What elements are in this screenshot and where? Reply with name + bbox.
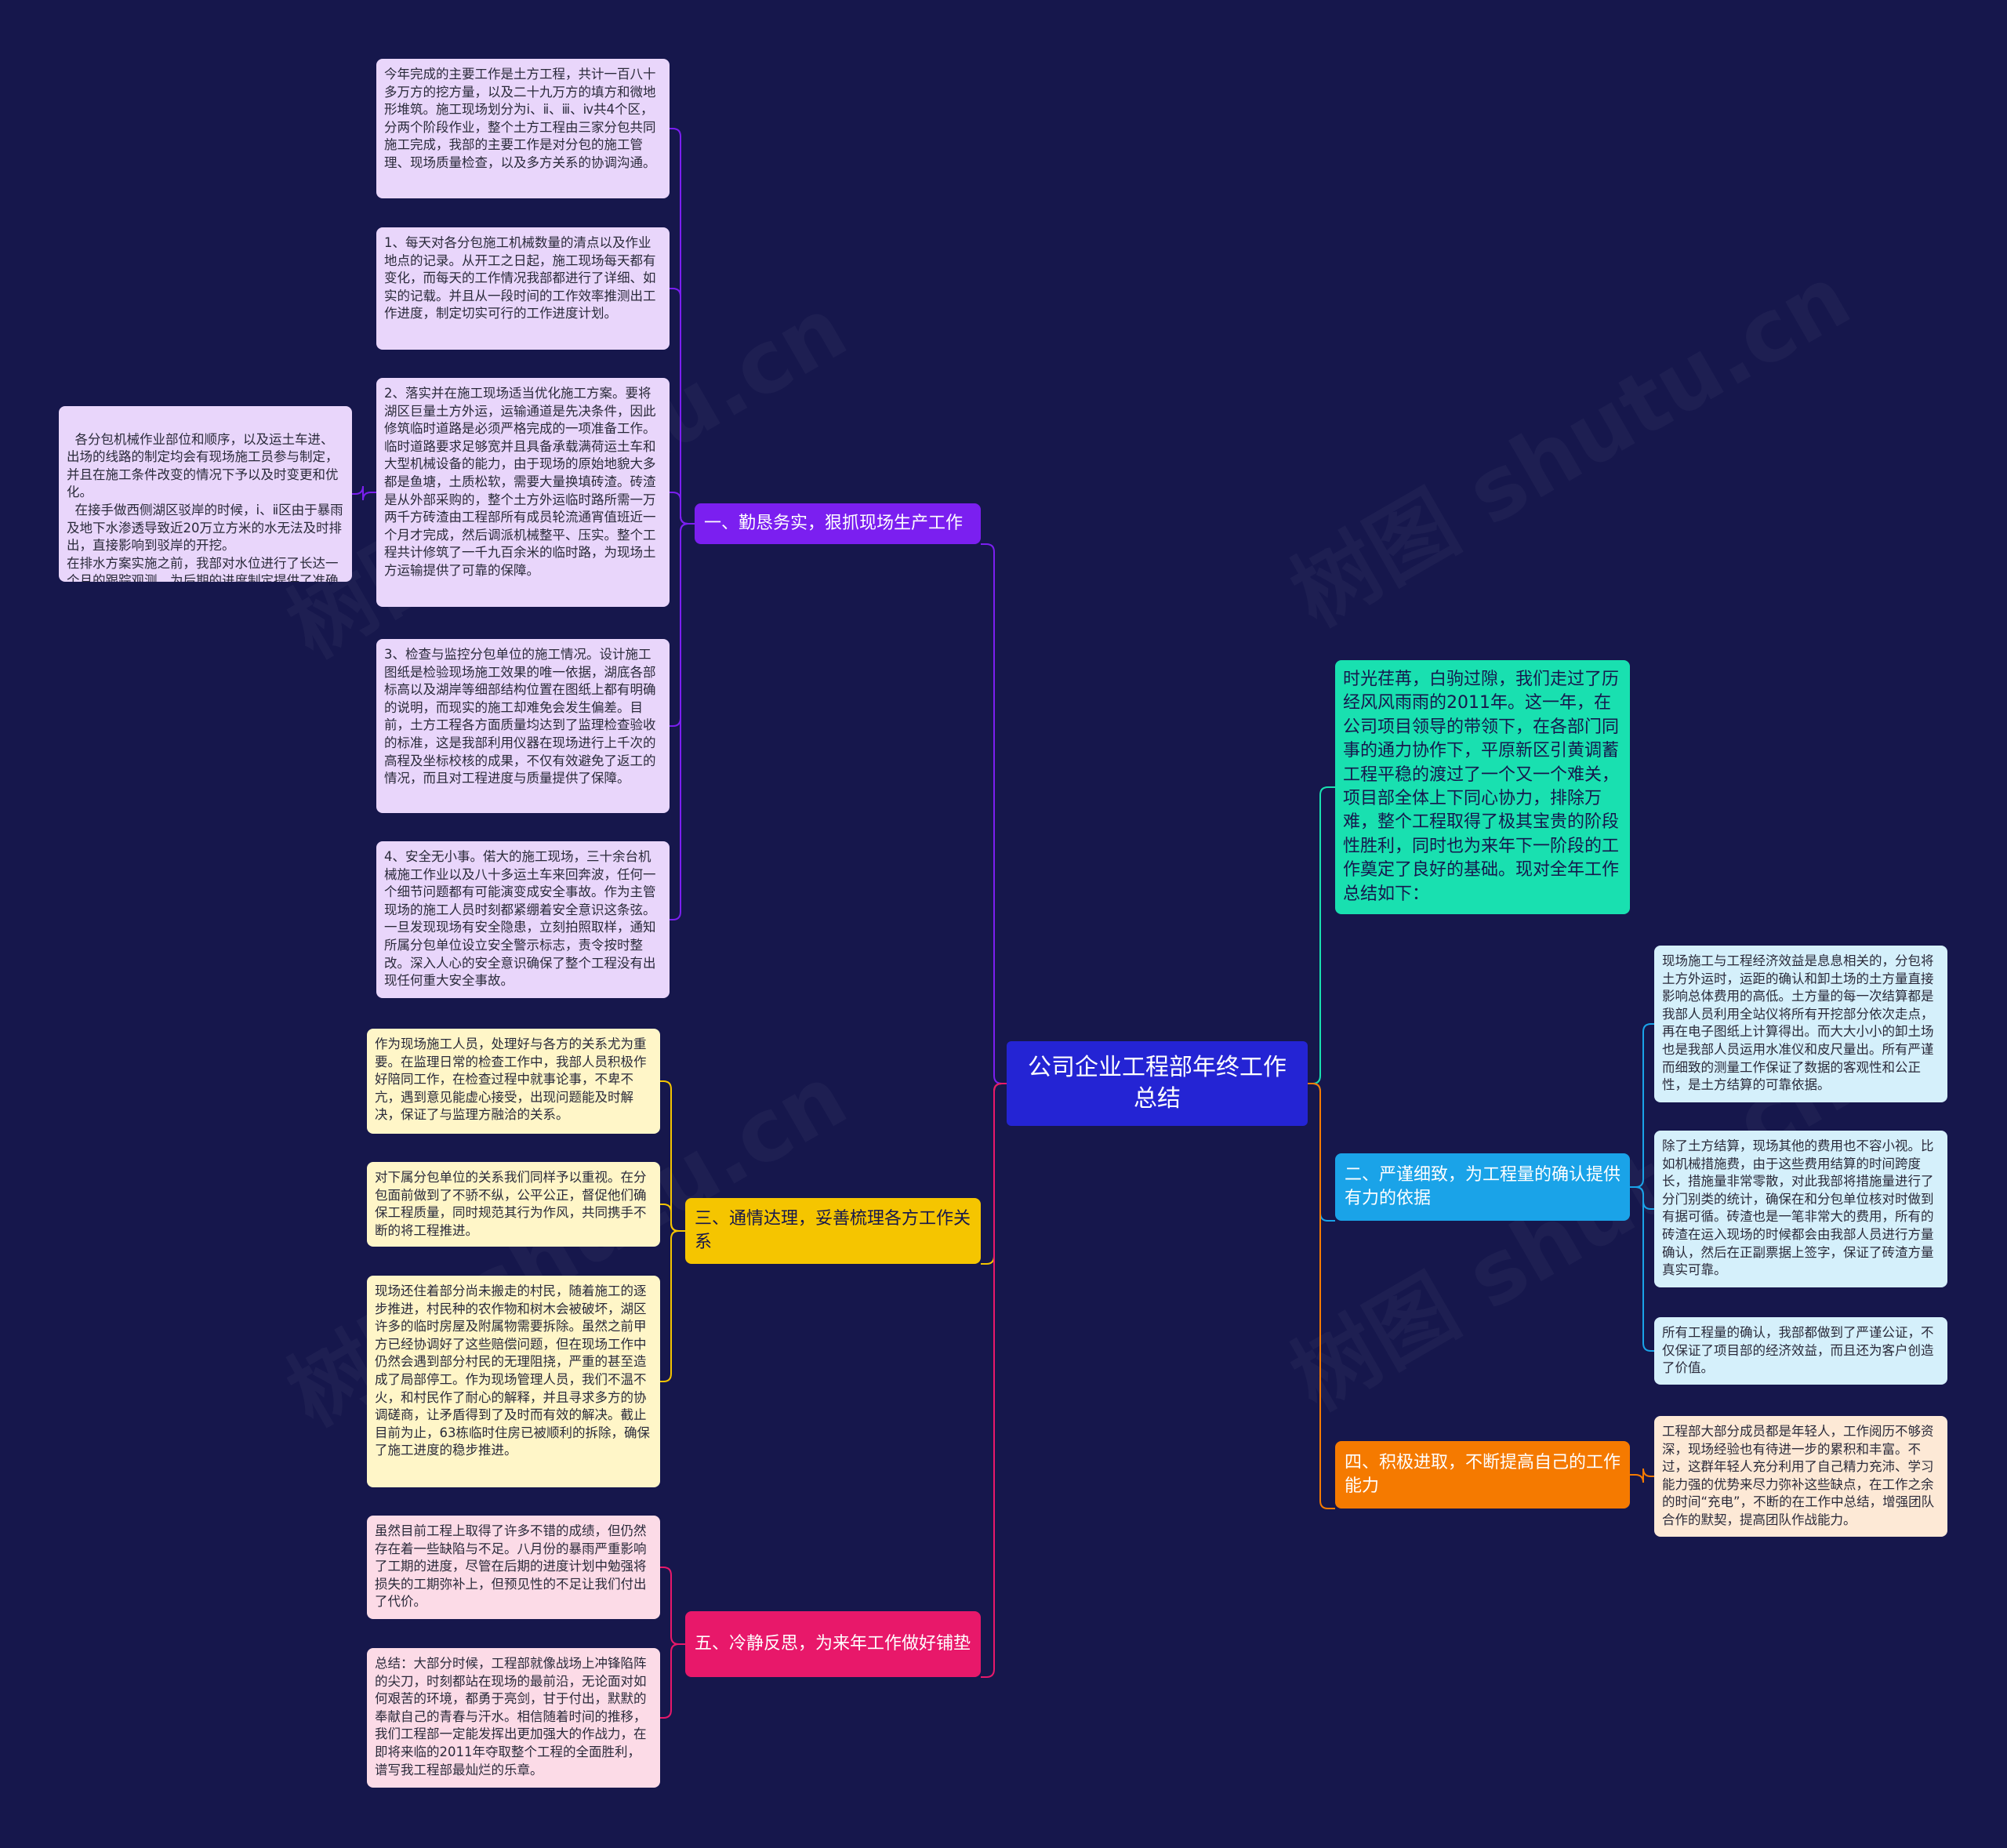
link-leaf-b1-1 [670, 128, 695, 525]
link-root-branch-1 [981, 543, 1007, 1084]
leaf-b2-3: 所有工程量的确认，我部都做到了严谨公证，不仅保证了项目部的经济效益，而且还为客户… [1654, 1317, 1947, 1385]
leaf-b1-1: 今年完成的主要工作是土方工程，共计一百八十多万方的挖方量，以及二十九万方的填方和… [376, 59, 670, 198]
leaf-b1-3a-text: 各分包机械作业部位和顺序，以及运土车进、出场的线路的制定均会有现场施工员参与制定… [67, 431, 339, 500]
intro-node[interactable]: 时光荏苒，白驹过隙，我们走过了历经风风雨雨的2011年。这一年，在公司项目领导的… [1335, 660, 1630, 914]
leaf-b5-2: 总结：大部分时候，工程部就像战场上冲锋陷阵的尖刀，时刻都站在现场的最前沿，无论面… [367, 1648, 660, 1788]
branch-2[interactable]: 二、严谨细致，为工程量的确认提供有力的依据 [1335, 1153, 1630, 1221]
link-leaf-b5-1 [660, 1567, 685, 1645]
link-leaf-b2-1 [1630, 1023, 1654, 1188]
leaf-b1-3a-extra: 在接手做西侧湖区驳岸的时候，ⅰ、ⅱ区由于暴雨及地下水渗透导致近20万立方米的水无… [67, 502, 343, 554]
leaf-b1-3a-tail: 在排水方案实施之前，我部对水位进行了长达一个月的跟踪观测，为后期的进度制定提供了… [67, 555, 339, 582]
link-root-branch-2 [1308, 1083, 1335, 1222]
leaf-b4-1: 工程部大部分成员都是年轻人，工作阅历不够资深，现场经验也有待进一步的累积和丰富。… [1654, 1416, 1947, 1537]
branch-1[interactable]: 一、勤恳务实，狠抓现场生产工作 [695, 503, 981, 544]
branch-5[interactable]: 五、冷静反思，为来年工作做好铺垫 [685, 1611, 981, 1677]
link-root-intro-node [1308, 786, 1335, 1084]
link-leaf-b3-3 [660, 1230, 685, 1382]
link-leaf-b5-2 [660, 1643, 685, 1719]
leaf-b5-1: 虽然目前工程上取得了许多不错的成绩，但仍然存在着一些缺陷与不足。八月份的暴雨严重… [367, 1516, 660, 1619]
branch-4[interactable]: 四、积极进取，不断提高自己的工作能力 [1335, 1441, 1630, 1509]
leaf-b2-2: 除了土方结算，现场其他的费用也不容小视。比如机械措施费，由于这些费用结算的时间跨… [1654, 1131, 1947, 1287]
leaf-b1-2: 1、每天对各分包施工机械数量的清点以及作业地点的记录。从开工之日起，施工现场每天… [376, 227, 670, 350]
leaf-b1-4: 3、检查与监控分包单位的施工情况。设计施工图纸是检验现场施工效果的唯一依据，湖底… [376, 639, 670, 813]
leaf-b2-1: 现场施工与工程经济效益是息息相关的，分包将土方外运时，运距的确认和卸土场的土方量… [1654, 946, 1947, 1102]
link-root-branch-4 [1308, 1083, 1335, 1509]
link-leaf-b3-2 [660, 1204, 685, 1232]
root-topic[interactable]: 公司企业工程部年终工作总结 [1007, 1041, 1308, 1126]
link-leaf-b1-3 [670, 492, 695, 525]
link-leaf-b3-1 [660, 1080, 685, 1232]
link-leaf-b2-3 [1630, 1186, 1654, 1352]
leaf-b3-1: 作为现场施工人员，处理好与各方的关系尤为重要。在监理日常的检查工作中，我部人员积… [367, 1029, 660, 1134]
link-leaf-b1-2 [670, 288, 695, 525]
link-leaf-b1-4 [670, 523, 695, 727]
leaf-b3-2: 对下属分包单位的关系我们同样予以重视。在分包面前做到了不骄不纵，公平公正，督促他… [367, 1162, 660, 1247]
link-leaf-b4-1 [1630, 1468, 1654, 1483]
leaf-b1-5: 4、安全无小事。偌大的施工现场，三十余台机械施工作业以及八十多运土车来回奔波，任… [376, 841, 670, 998]
branch-3[interactable]: 三、通情达理，妥善梳理各方工作关系 [685, 1198, 981, 1264]
link-leaf-b1-3a [352, 485, 376, 501]
link-root-branch-5 [981, 1083, 1007, 1678]
leaf-b3-3: 现场还住着部分尚未搬走的村民，随着施工的逐步推进，村民种的农作物和树木会被破坏，… [367, 1276, 660, 1487]
link-leaf-b1-5 [670, 523, 695, 920]
leaf-b1-3: 2、落实并在施工现场适当优化施工方案。要将湖区巨量土方外运，运输通道是先决条件，… [376, 378, 670, 607]
leaf-b1-3a: 各分包机械作业部位和顺序，以及运土车进、出场的线路的制定均会有现场施工员参与制定… [59, 406, 352, 582]
